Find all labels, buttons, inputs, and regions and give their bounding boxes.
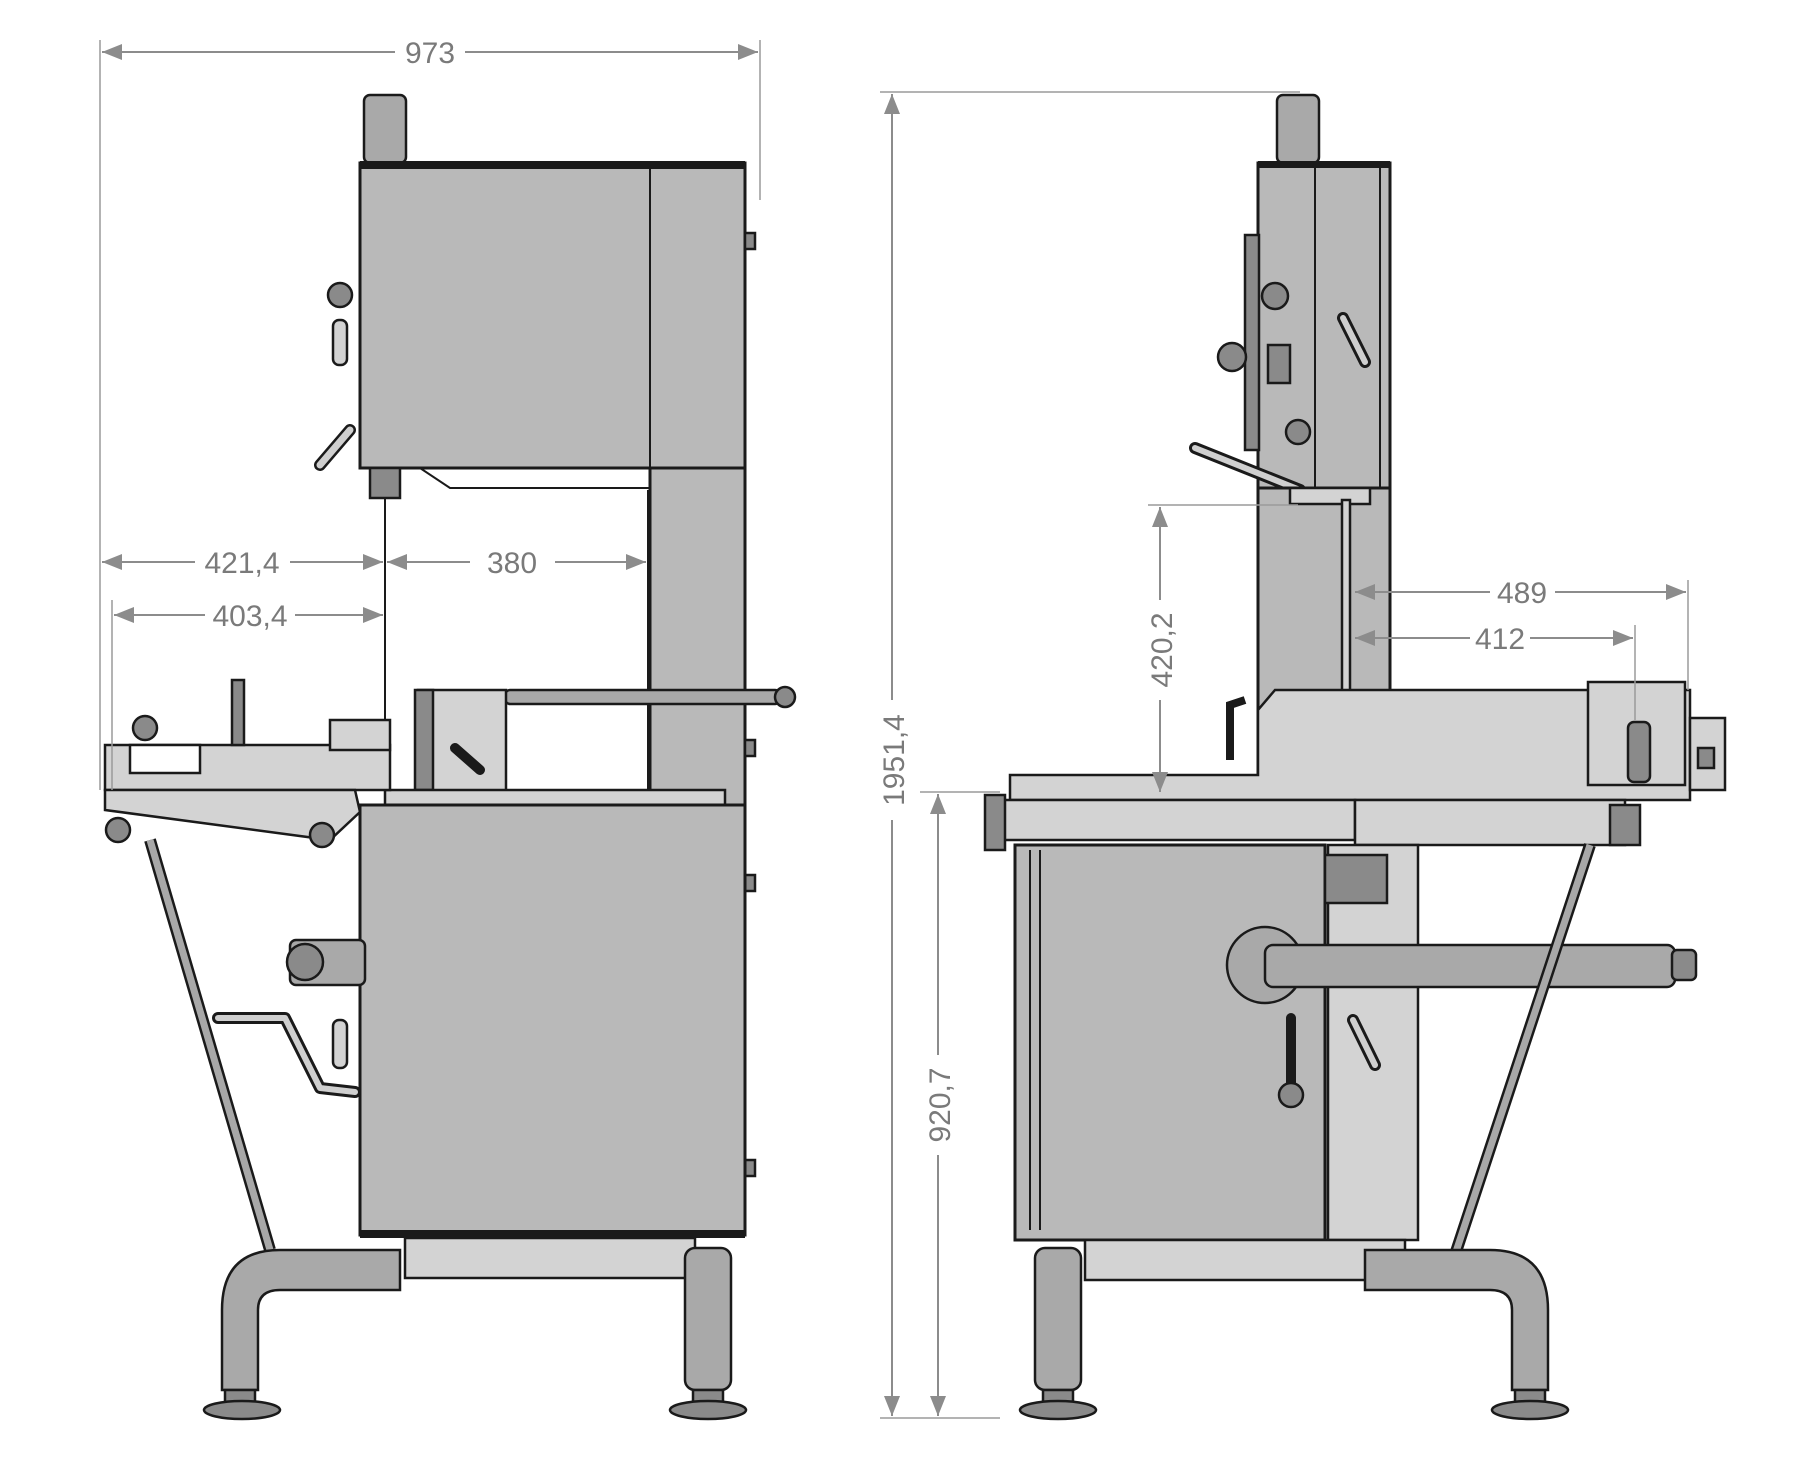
top-post <box>362 93 408 165</box>
top-post <box>1275 93 1321 165</box>
right-leg <box>683 1246 733 1392</box>
lower-cabinet <box>358 803 747 1237</box>
side-view: 1951,4 920,7 420,2 489 412 <box>878 91 1727 1421</box>
knob-icon <box>326 281 354 309</box>
right-leg <box>1363 1248 1550 1392</box>
dim-label-depth-outer: 489 <box>1497 577 1547 610</box>
upper-head <box>358 161 747 470</box>
table-arm <box>103 788 362 842</box>
lower-cabinet <box>1013 843 1327 1242</box>
dim-label-overall-width: 973 <box>405 37 455 70</box>
white-gap <box>1392 488 1692 688</box>
base-frame <box>1083 1238 1407 1282</box>
front-view: 973 421,4 403,4 380 <box>99 37 797 1421</box>
upper-head <box>1256 161 1392 490</box>
column <box>648 466 747 807</box>
dim-label-cutting-height: 420,2 <box>1146 612 1179 687</box>
sliding-rail <box>988 798 1357 842</box>
dim-label-overall-height: 1951,4 <box>878 714 911 806</box>
left-leg <box>220 1248 402 1392</box>
dim-label-left-offset-inner: 403,4 <box>212 600 287 633</box>
foot-pad <box>202 1399 282 1421</box>
dim-label-table-height: 920,7 <box>924 1067 957 1142</box>
dim-label-depth-inner: 412 <box>1475 623 1525 656</box>
foot-pad <box>1490 1399 1570 1421</box>
foot-pad <box>1018 1399 1098 1421</box>
handle-icon <box>331 318 349 367</box>
motor-tube <box>1263 943 1677 989</box>
left-leg <box>1033 1246 1083 1392</box>
knob-icon <box>1216 341 1248 373</box>
switch-icon <box>1266 343 1292 385</box>
blade-guide <box>368 466 402 500</box>
dim-label-left-offset-outer: 421,4 <box>204 547 279 580</box>
side-rod <box>503 688 782 706</box>
base-frame <box>403 1236 697 1280</box>
dim-label-throat-width: 380 <box>487 547 537 580</box>
upper-head-top-strip <box>360 161 745 169</box>
knob-icon <box>1260 281 1290 311</box>
foot-pad <box>668 1399 748 1421</box>
upper-head-cutout <box>360 467 650 489</box>
